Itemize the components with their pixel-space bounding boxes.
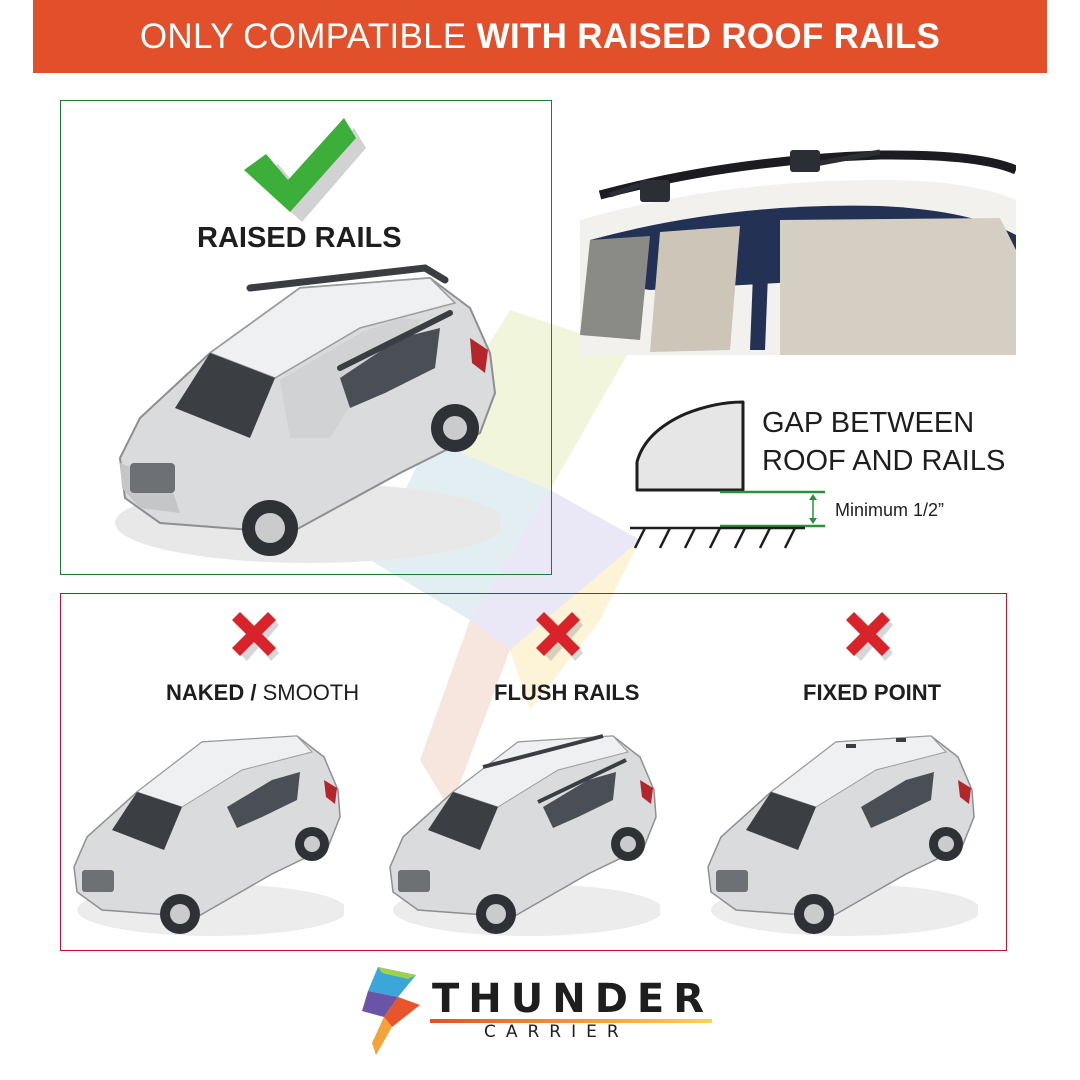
- logo-wordmark: THUNDER: [432, 976, 714, 1022]
- x-icon: [232, 612, 279, 661]
- x-icon: [536, 612, 583, 661]
- gap-title: GAP BETWEEN ROOF AND RAILS: [762, 404, 1005, 480]
- raised-rails-label: RAISED RAILS: [197, 222, 402, 254]
- gap-diagram: [630, 400, 825, 549]
- option-label-naked-bold: NAKED /: [166, 680, 257, 705]
- check-icon: [244, 118, 366, 222]
- logo-accent-line: [430, 1019, 712, 1023]
- x-icon: [846, 612, 893, 661]
- roof-rail-closeup-photo: [580, 149, 1016, 355]
- header-banner: ONLY COMPATIBLE WITH RAISED ROOF RAILS: [33, 0, 1047, 73]
- option-label-flush: FLUSH RAILS: [494, 680, 640, 705]
- car-flush-rails-illustration: [389, 734, 660, 936]
- option-label-naked-light: SMOOTH: [262, 680, 360, 705]
- car-naked-roof-illustration: [73, 735, 344, 936]
- thunder-bolt-logo-icon: [362, 967, 420, 1055]
- incompatible-panel: [60, 593, 1007, 951]
- car-raised-rails-illustration: [115, 264, 500, 563]
- logo-subtitle: CARRIER: [484, 1022, 629, 1042]
- compatible-panel: [60, 100, 552, 575]
- option-label-naked: NAKED / SMOOTH: [166, 680, 359, 706]
- gap-minimum-label: Minimum 1/2”: [835, 500, 945, 520]
- banner-light-text: ONLY COMPATIBLE: [139, 16, 467, 56]
- option-label-fixed: FIXED POINT: [803, 680, 942, 705]
- gap-title-line1: GAP BETWEEN: [762, 407, 975, 439]
- gap-title-line2: ROOF AND RAILS: [762, 445, 1006, 477]
- banner-bold-text: WITH RAISED ROOF RAILS: [476, 16, 941, 56]
- car-fixed-point-illustration: [707, 735, 978, 936]
